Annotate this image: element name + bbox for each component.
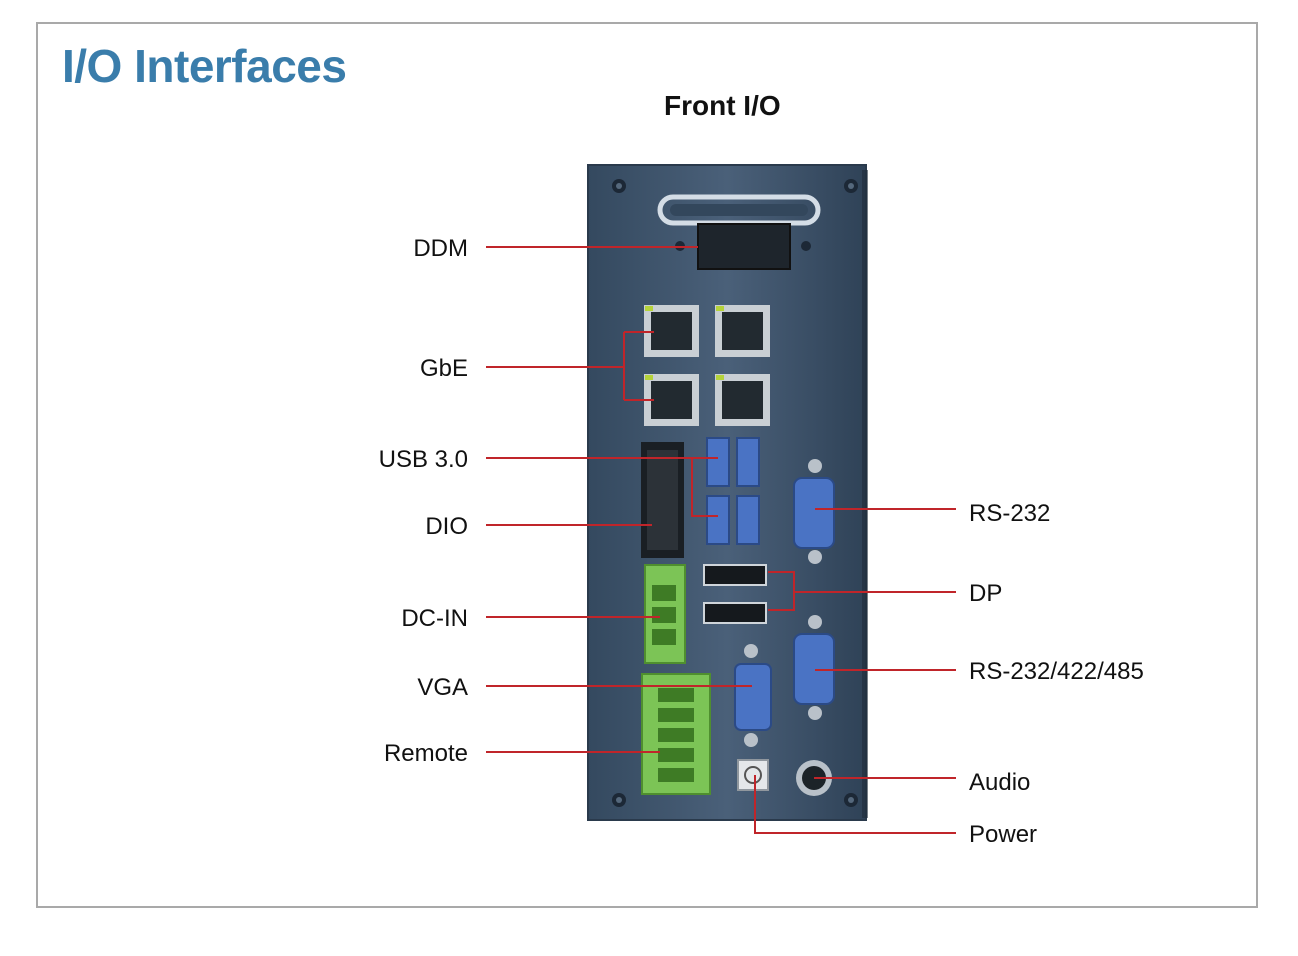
label-audio: Audio	[969, 769, 1030, 796]
gbe-leader-line	[486, 331, 654, 401]
label-gbe: GbE	[420, 355, 468, 382]
device-front-panel	[587, 164, 868, 821]
rs485-port	[793, 615, 835, 720]
right-labels: RS-232 DP RS-232/422/485 Audio Power	[969, 500, 1144, 848]
left-labels: DDM GbE USB 3.0 DIO DC-IN VGA Remote	[379, 235, 468, 767]
leader-lines	[486, 246, 956, 834]
page-title: I/O Interfaces	[62, 40, 347, 92]
gbe-ports	[644, 305, 770, 426]
dp-leader-line	[768, 571, 956, 611]
front-io-title: Front I/O	[664, 90, 781, 121]
screw-icon	[612, 179, 858, 807]
label-rs485: RS-232/422/485	[969, 658, 1144, 685]
power-button	[737, 759, 769, 791]
label-vga: VGA	[417, 674, 468, 701]
label-usb: USB 3.0	[379, 446, 468, 473]
label-rs232: RS-232	[969, 500, 1050, 527]
label-remote: Remote	[384, 740, 468, 767]
usb-leader-line	[486, 457, 718, 517]
usb-ports	[706, 437, 760, 545]
label-dio: DIO	[425, 513, 468, 540]
label-ddm: DDM	[413, 235, 468, 262]
power-leader-line	[754, 775, 956, 834]
remote-terminal	[641, 673, 711, 795]
rs232-port	[793, 459, 835, 564]
label-power: Power	[969, 821, 1037, 848]
label-dp: DP	[969, 580, 1002, 607]
label-dc-in: DC-IN	[401, 605, 468, 632]
vga-port	[734, 644, 772, 747]
ddm-slot	[675, 223, 811, 270]
dc-in-terminal	[644, 564, 686, 664]
dio-connector	[641, 442, 684, 558]
dp-ports	[703, 564, 767, 624]
